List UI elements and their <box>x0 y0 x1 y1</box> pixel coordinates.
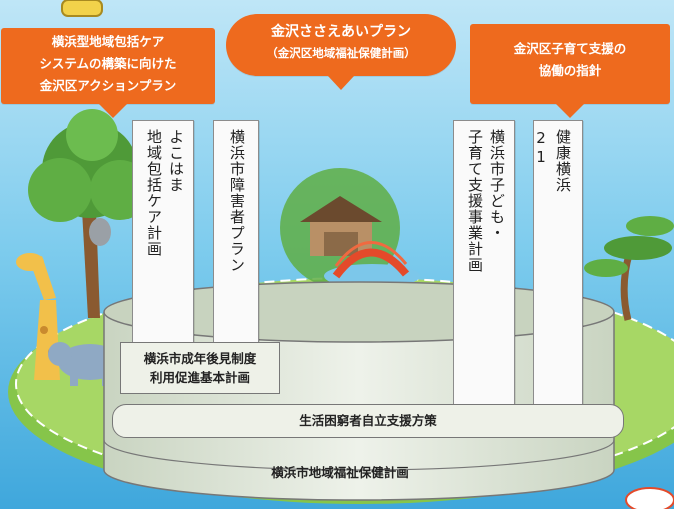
poverty-support-label: 生活困窮者自立支援方策 <box>299 413 437 428</box>
adult-guardianship-line-2: 利用促進基本計画 <box>149 370 250 385</box>
pillar-child-support-plan: 横浜市子ども・ 子育て支援事業計画 <box>453 120 515 410</box>
sasae-ai-plan-box: 金沢ささえあいプラン （金沢区地域福祉保健計画） <box>226 14 456 90</box>
pillar-health-yokohama-21: 健康横浜 21 <box>532 120 583 410</box>
poverty-support-band: 生活困窮者自立支援方策 <box>112 404 624 438</box>
top-mascot-illustration <box>61 0 103 17</box>
action-plan-line-2: システムの構築に向けた <box>39 56 177 71</box>
sasae-ai-plan-subtitle: （金沢区地域福祉保健計画） <box>266 46 416 60</box>
child-support-line-2: 協働の指針 <box>538 63 602 78</box>
tree-left-illustration <box>28 109 150 318</box>
pillar-disability-label: 横浜市障害者プラン <box>228 129 246 273</box>
pillar-child-support-label: 横浜市子ども・ 子育て支援事業計画 <box>466 129 506 273</box>
pillar-disability-plan: 横浜市障害者プラン <box>213 120 259 346</box>
pillar-community-care-label: よこはま 地域包括ケア計画 <box>145 129 185 257</box>
corner-badge <box>625 487 674 509</box>
pillar-health-label: 健康横浜 21 <box>532 129 572 193</box>
adult-guardianship-band: 横浜市成年後見制度 利用促進基本計画 <box>120 342 280 394</box>
temple-illustration <box>280 168 400 288</box>
child-support-line-1: 金沢区子育て支援の <box>513 41 627 56</box>
action-plan-box: 横浜型地域包括ケア システムの構築に向けた 金沢区アクションプラン <box>1 28 215 118</box>
adult-guardianship-line-1: 横浜市成年後見制度 <box>143 351 257 366</box>
pillar-community-care-plan: よこはま 地域包括ケア計画 （※） <box>132 120 194 395</box>
action-plan-line-3: 金沢区アクションプラン <box>39 78 177 93</box>
sasae-ai-plan-title: 金沢ささえあいプラン <box>271 24 411 40</box>
child-support-guideline-box: 金沢区子育て支援の 協働の指針 <box>470 24 670 118</box>
tree-right-illustration <box>584 216 674 321</box>
action-plan-line-1: 横浜型地域包括ケア <box>51 34 165 49</box>
welfare-health-plan-base-label: 横浜市地域福祉保健計画 <box>271 465 409 480</box>
